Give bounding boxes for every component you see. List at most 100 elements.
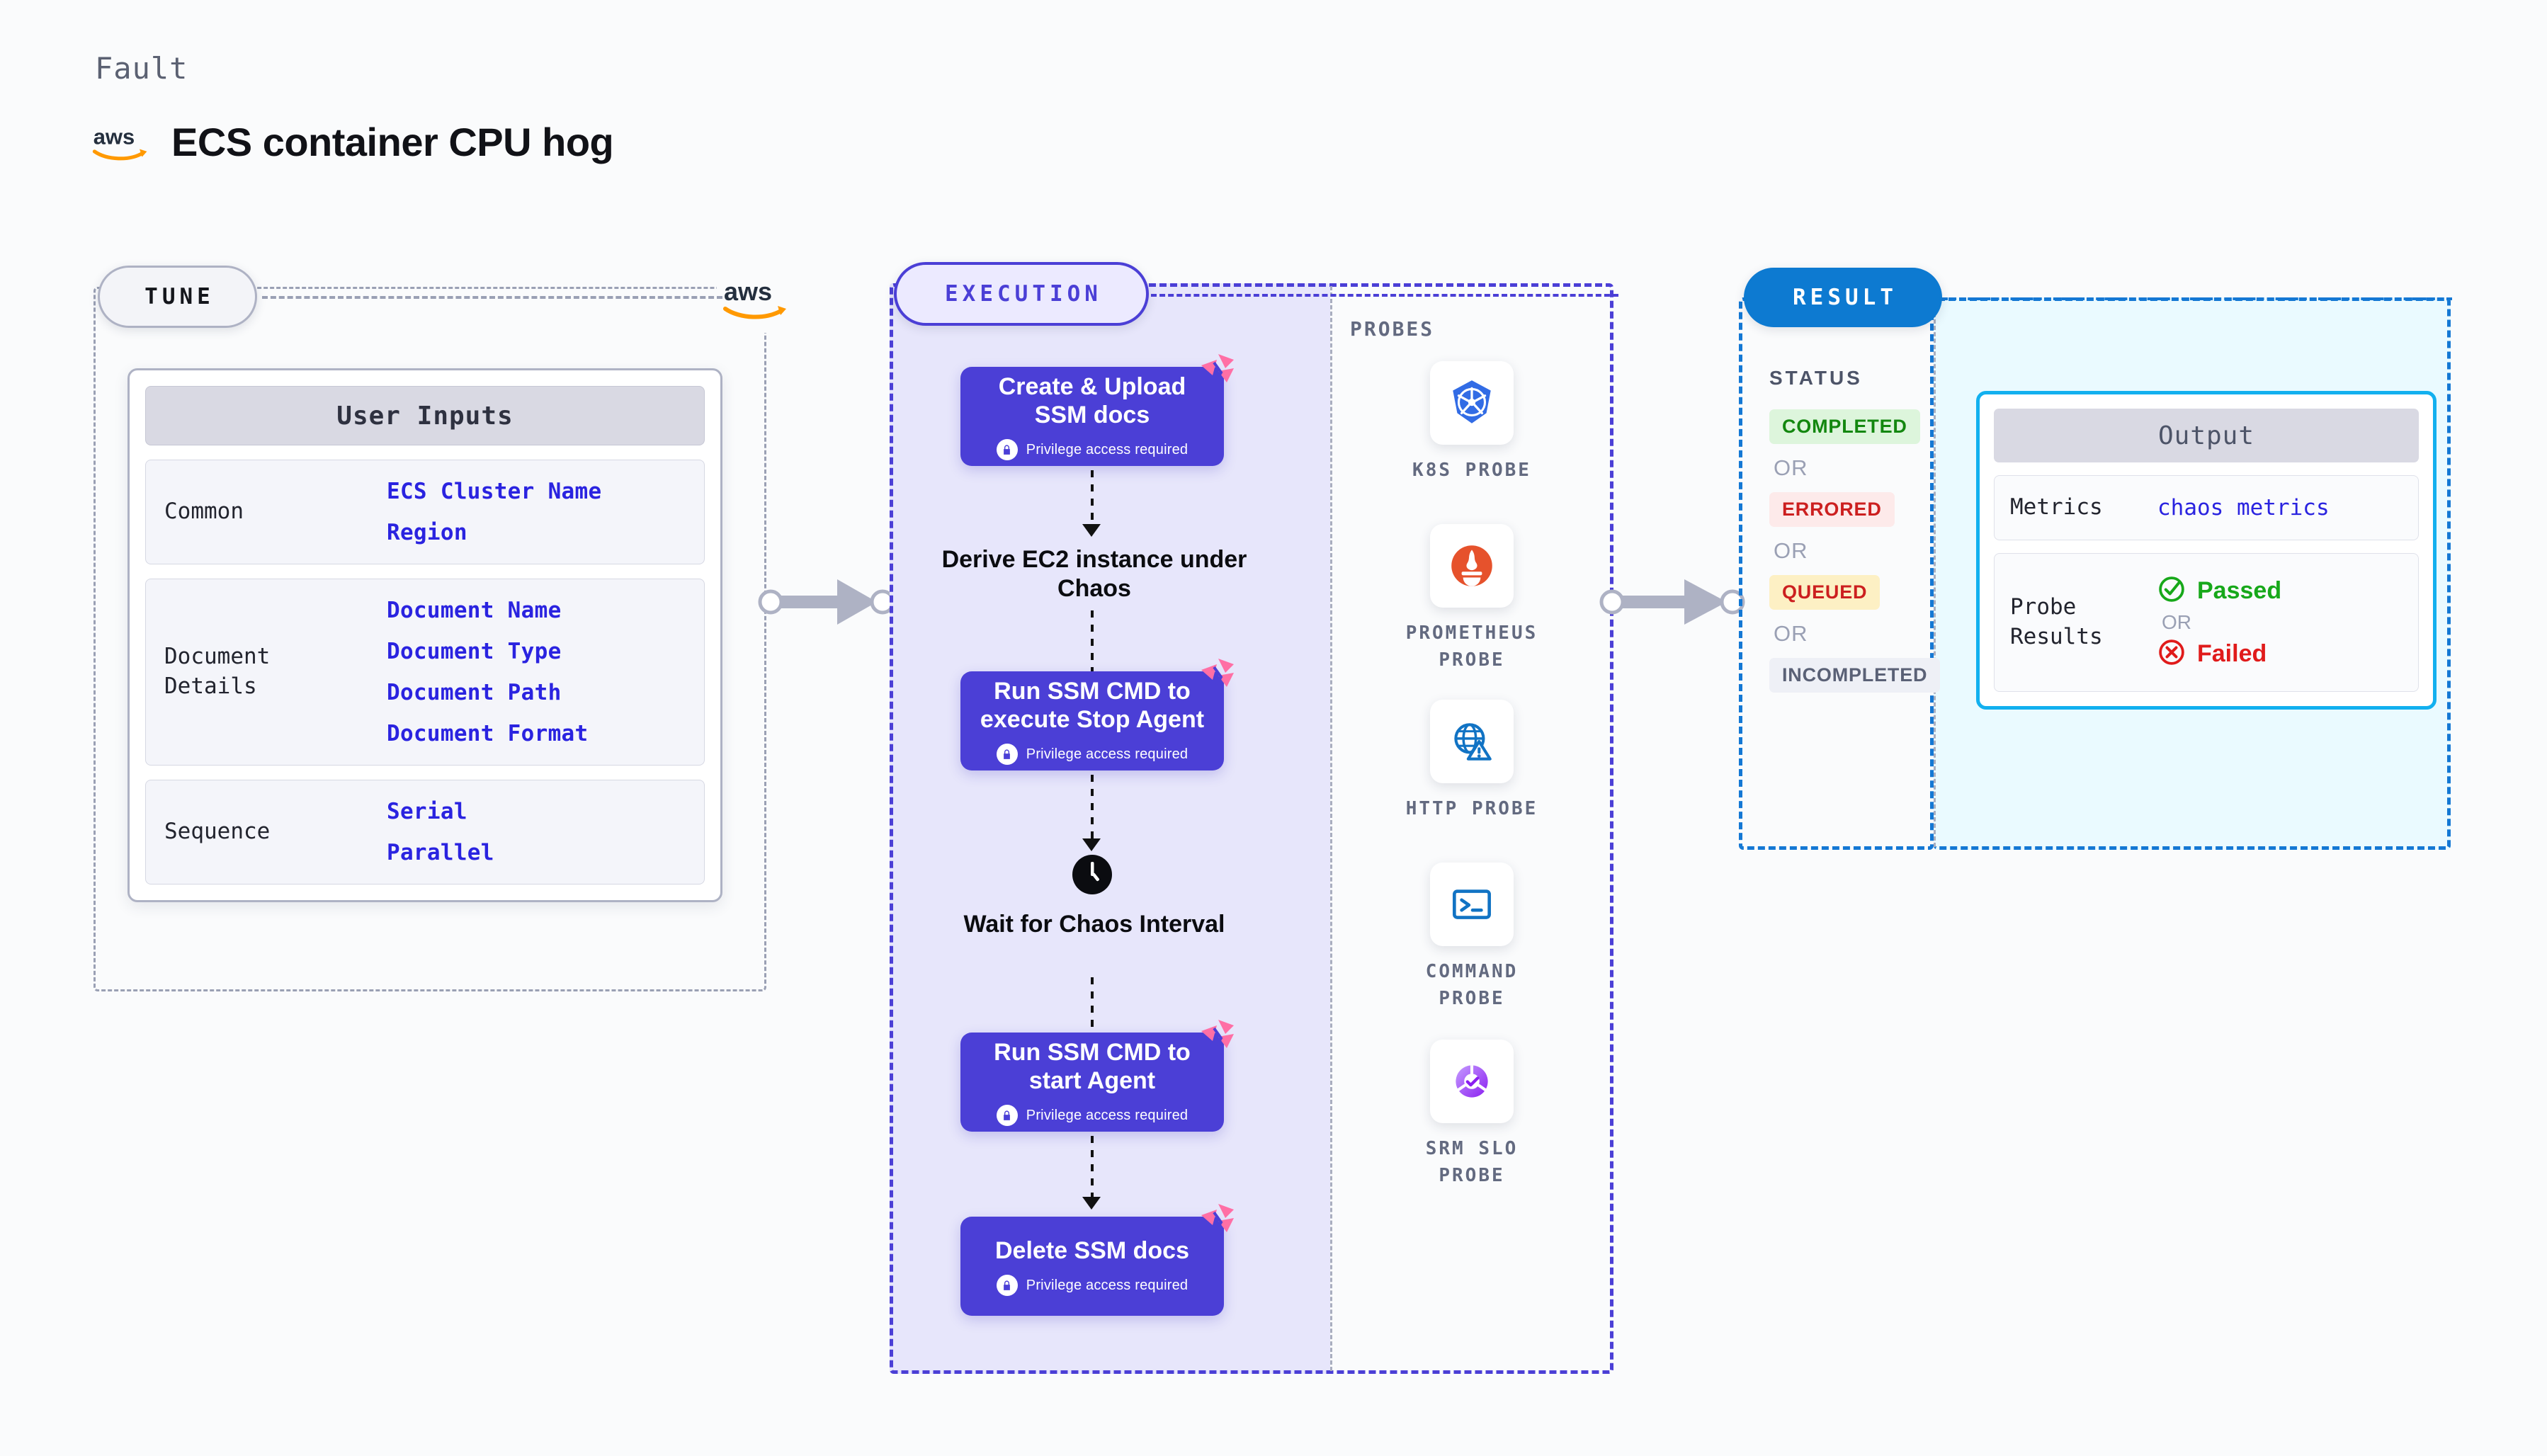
output-title: Output — [1994, 409, 2419, 462]
tune-section-values: Serial Parallel — [387, 799, 494, 865]
terminal-icon — [1430, 863, 1514, 946]
step-title: Run SSM CMD to start Agent — [994, 1038, 1191, 1094]
tune-value-ecs-cluster-name[interactable]: ECS Cluster Name — [387, 479, 602, 504]
output-row-probe-results: Probe Results Passed OR — [1994, 552, 2419, 692]
status-badge-errored: ERRORED — [1769, 492, 1895, 527]
litmus-icon — [1197, 351, 1235, 389]
result-badge[interactable]: RESULT — [1744, 268, 1942, 327]
page-kicker: Fault — [95, 51, 188, 86]
tune-section-label: Sequence — [164, 819, 271, 845]
lock-icon — [996, 744, 1018, 766]
probes-title: PROBES — [1350, 317, 1435, 341]
execution-step-wait-for-chaos-interval: Wait for Chaos Interval — [949, 910, 1240, 939]
probe-result-failed: Failed — [2157, 638, 2281, 670]
step-connector-arrow — [1082, 838, 1101, 851]
tune-leader-line — [262, 296, 722, 299]
tune-value-document-name[interactable]: Document Name — [387, 598, 562, 623]
connector-execution-to-result — [1599, 559, 1748, 644]
step-connector — [1091, 610, 1094, 680]
result-divider — [1934, 300, 1936, 847]
probe-label: HTTP PROBE — [1405, 798, 1538, 819]
step-connector — [1091, 775, 1094, 840]
status-list: COMPLETED OR ERRORED OR QUEUED OR INCOMP… — [1769, 409, 1941, 693]
step-connector — [1091, 1136, 1094, 1198]
x-circle-icon — [2157, 638, 2186, 670]
user-inputs-card: User Inputs Common ECS Cluster Name Regi… — [127, 368, 722, 902]
srm-slo-icon — [1430, 1040, 1514, 1123]
tune-panel — [93, 287, 766, 991]
probe-result-or-label: OR — [2162, 610, 2191, 633]
kubernetes-icon — [1430, 361, 1514, 445]
probe-label: COMMAND PROBE — [1425, 961, 1519, 1009]
output-card: Output Metrics chaos metrics Probe Resul… — [1976, 391, 2437, 710]
status-or-label: OR — [1774, 621, 1808, 646]
tune-section-values: Document Name Document Type Document Pat… — [387, 598, 588, 746]
tune-section-sequence: Sequence Serial Parallel — [145, 780, 705, 885]
metrics-value[interactable]: chaos metrics — [2157, 494, 2330, 521]
page-title: ECS container CPU hog — [171, 120, 614, 164]
probe-result-passed: Passed — [2157, 575, 2281, 607]
litmus-icon — [1197, 1017, 1235, 1055]
execution-step-run-ssm-cmd-start-agent[interactable]: Run SSM CMD to start Agent Privilege acc… — [960, 1020, 1234, 1132]
tune-value-region[interactable]: Region — [387, 520, 467, 545]
step-title: Create & Upload SSM docs — [998, 372, 1186, 428]
probe-k8s[interactable]: K8S PROBE — [1380, 361, 1564, 484]
probe-label: K8S PROBE — [1412, 460, 1531, 481]
privilege-note: Privilege access required — [996, 1275, 1189, 1297]
step-title: Delete SSM docs — [995, 1236, 1189, 1264]
result-badge-label: RESULT — [1793, 285, 1898, 310]
privilege-note: Privilege access required — [996, 439, 1188, 461]
tune-section-label: Document Details — [164, 644, 271, 699]
probe-prometheus[interactable]: PROMETHEUS PROBE — [1380, 524, 1564, 673]
probe-srm-slo[interactable]: SRM SLO PROBE — [1380, 1040, 1564, 1189]
privilege-label: Privilege access required — [1026, 746, 1189, 762]
execution-leader-line — [1151, 294, 1618, 297]
probe-results-label: Probe Results — [2010, 594, 2103, 649]
execution-step-run-ssm-cmd-stop-agent[interactable]: Run SSM CMD to execute Stop Agent Privil… — [960, 659, 1234, 770]
connector-tune-to-execution — [758, 559, 900, 644]
tune-section-document-details: Document Details Document Name Document … — [145, 579, 705, 766]
execution-badge[interactable]: EXECUTION — [894, 262, 1149, 326]
tune-aws-logo: aws — [717, 263, 799, 333]
probes-divider — [1330, 286, 1332, 1371]
execution-step-delete-ssm-docs[interactable]: Delete SSM docs Privilege access require… — [960, 1204, 1234, 1316]
user-inputs-title: User Inputs — [145, 386, 705, 445]
probes-fill — [1330, 283, 1613, 1374]
probe-label: PROMETHEUS PROBE — [1405, 622, 1538, 671]
privilege-label: Privilege access required — [1026, 1277, 1189, 1293]
tune-badge[interactable]: TUNE — [98, 266, 257, 328]
tune-section-values: ECS Cluster Name Region — [387, 479, 601, 545]
tune-value-serial[interactable]: Serial — [387, 799, 467, 824]
step-title: Derive EC2 instance under Chaos — [941, 546, 1247, 602]
probe-command[interactable]: COMMAND PROBE — [1380, 863, 1564, 1012]
tune-value-document-format[interactable]: Document Format — [387, 721, 589, 746]
probe-http[interactable]: HTTP PROBE — [1380, 700, 1564, 823]
svg-text:aws: aws — [93, 124, 135, 149]
tune-value-document-path[interactable]: Document Path — [387, 680, 562, 705]
status-or-label: OR — [1774, 455, 1808, 480]
http-globe-icon — [1430, 700, 1514, 783]
lock-icon — [996, 1275, 1018, 1297]
step-connector-arrow — [1082, 524, 1101, 537]
lock-icon — [996, 1105, 1018, 1127]
tune-section-label: Common — [164, 499, 244, 525]
output-row-metrics: Metrics chaos metrics — [1994, 475, 2419, 540]
tune-value-document-type[interactable]: Document Type — [387, 639, 562, 664]
execution-step-create-upload-ssm-docs[interactable]: Create & Upload SSM docs Privilege acces… — [960, 354, 1234, 466]
svg-text:aws: aws — [724, 277, 772, 306]
passed-label: Passed — [2197, 576, 2282, 604]
status-badge-queued: QUEUED — [1769, 575, 1881, 610]
metrics-label: Metrics — [2010, 494, 2103, 520]
execution-step-derive-ec2-instance: Derive EC2 instance under Chaos — [935, 545, 1254, 603]
privilege-label: Privilege access required — [1026, 1107, 1189, 1123]
step-title: Wait for Chaos Interval — [963, 911, 1225, 938]
execution-panel — [890, 283, 1613, 1374]
probe-label: SRM SLO PROBE — [1425, 1138, 1519, 1186]
status-badge-incompleted: INCOMPLETED — [1769, 658, 1941, 693]
failed-label: Failed — [2197, 639, 2267, 667]
step-connector-arrow — [1082, 1197, 1101, 1210]
tune-value-parallel[interactable]: Parallel — [387, 840, 494, 865]
status-title: STATUS — [1769, 367, 1863, 389]
litmus-icon — [1197, 656, 1235, 694]
